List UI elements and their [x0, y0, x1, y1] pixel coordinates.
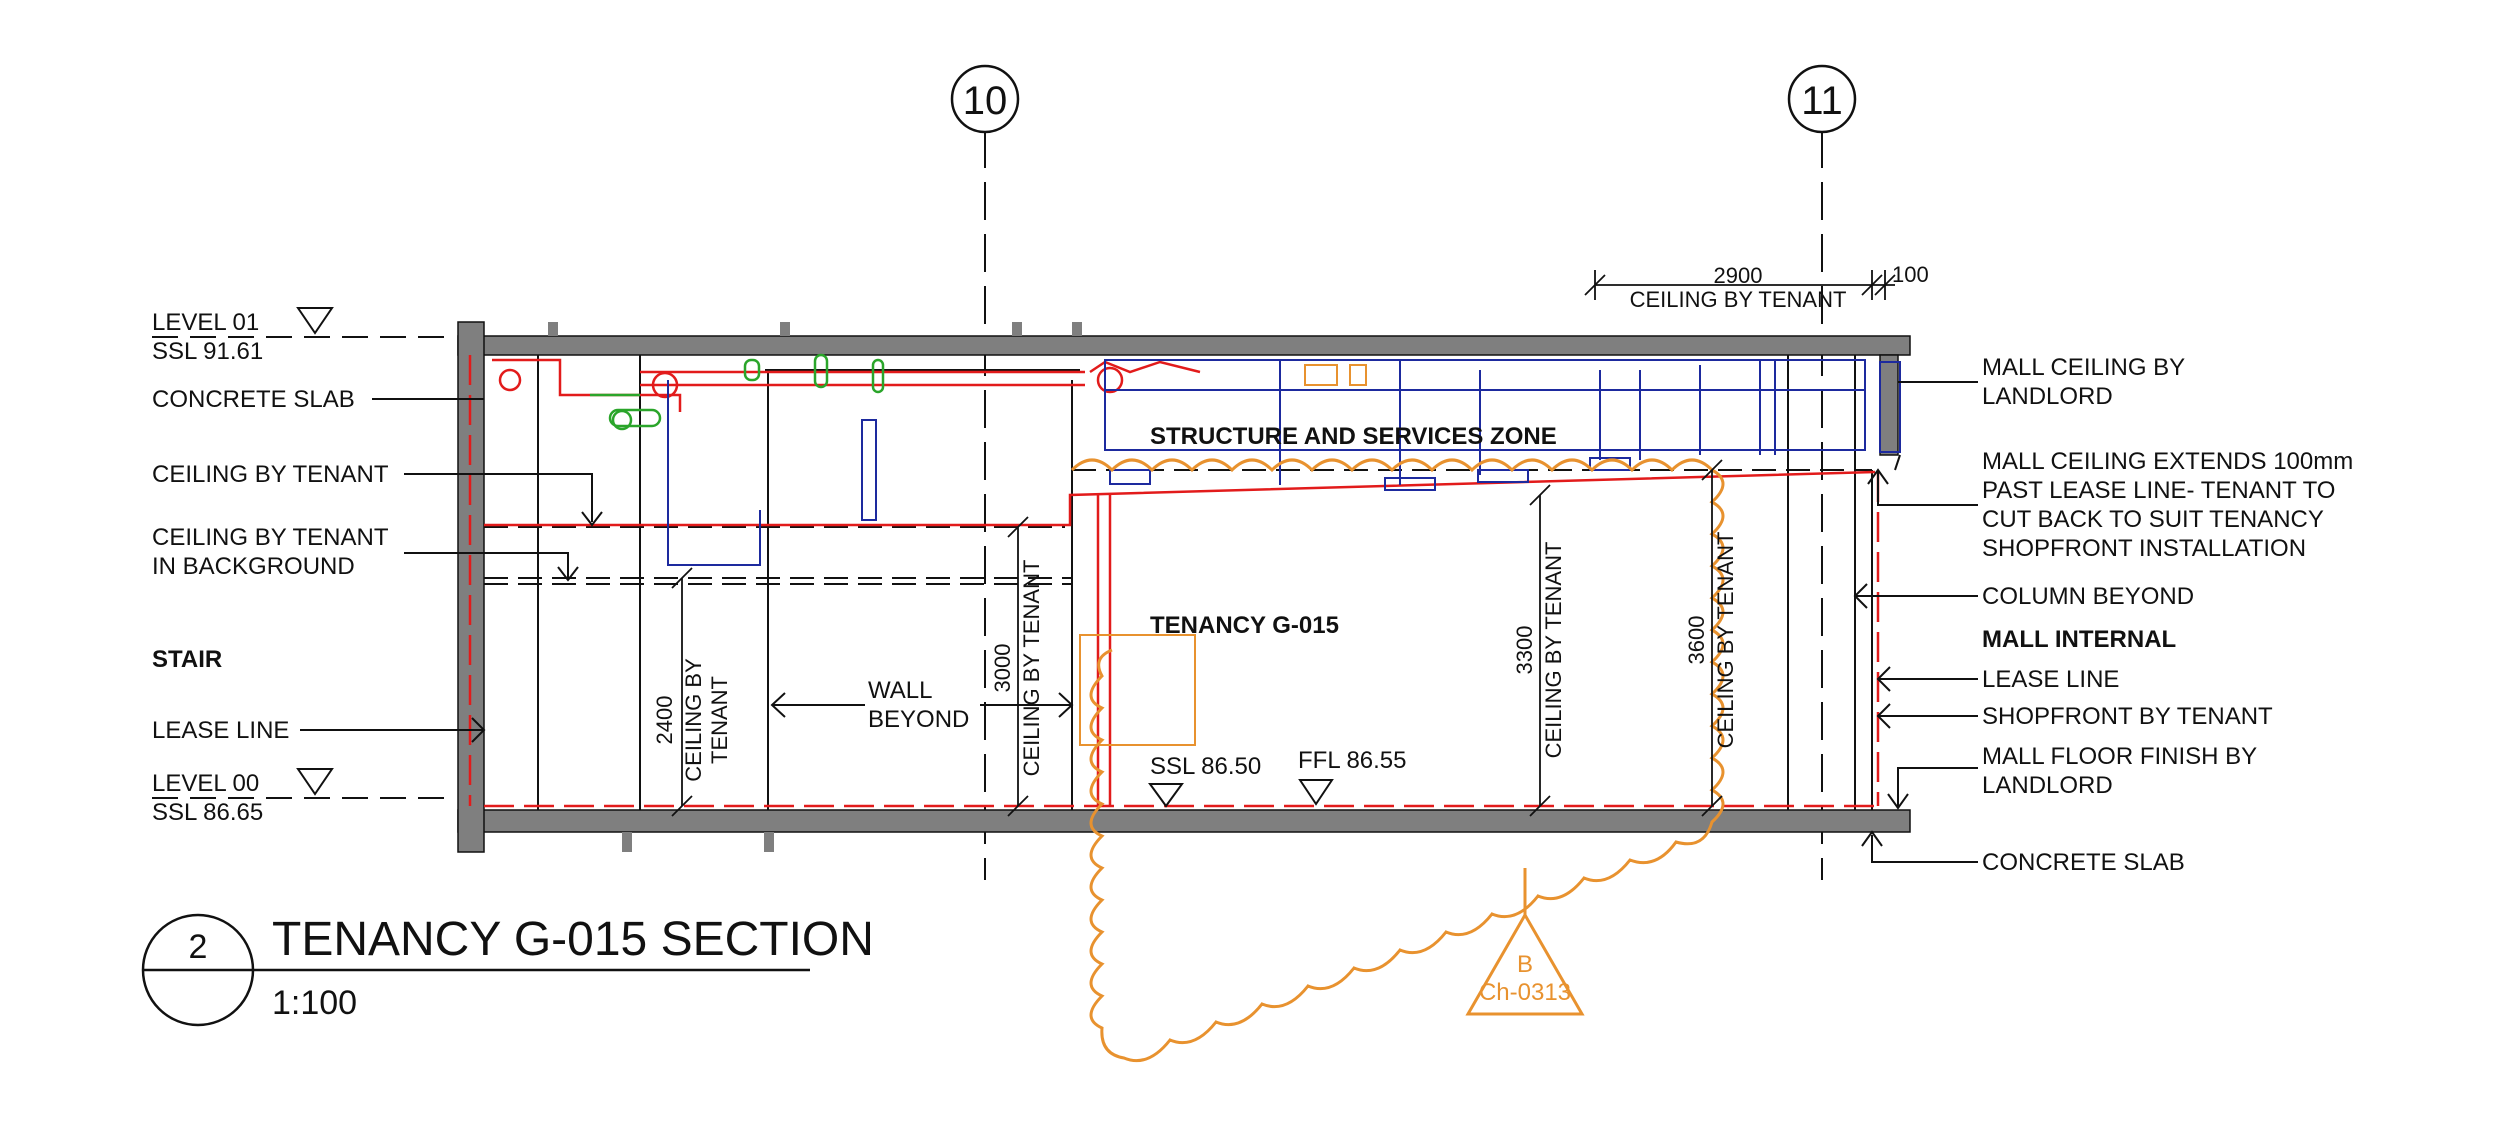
interior-linework: [484, 355, 1873, 810]
wall-beyond-label-2: BEYOND: [868, 706, 969, 733]
grid-bubble-10[interactable]: 10: [950, 64, 1020, 134]
mall-ceiling-label-2: LANDLORD: [1982, 383, 2113, 410]
wall-beyond-label-1: WALL: [868, 677, 932, 704]
wall-beyond-leaders: [770, 692, 1074, 718]
left-leaders: [300, 398, 603, 743]
right-concrete-slab-label: CONCRETE SLAB: [1982, 849, 2185, 876]
left-ceiling-by-tenant-label: CEILING BY TENANT: [152, 461, 389, 488]
title-text: TENANCY G-015 SECTION: [272, 913, 874, 966]
dim-3000-group: 3000 CEILING BY TENANT: [990, 560, 1044, 777]
dim-2400-caption-1: CEILING BY: [681, 658, 706, 782]
ceiling-extends-label-2: PAST LEASE LINE- TENANT TO: [1982, 477, 2335, 504]
grid-label-10: 10: [963, 79, 1008, 123]
right-lease-line-label: LEASE LINE: [1982, 666, 2119, 693]
ssl-label: SSL 86.50: [1150, 753, 1261, 780]
dim-3600-caption: CEILING BY TENANT: [1713, 532, 1738, 749]
services-zone-label: STRUCTURE AND SERVICES ZONE: [1150, 423, 1557, 450]
revision-ref: Ch-0313: [1479, 979, 1571, 1006]
ssl-marker: [1148, 779, 1334, 808]
ceiling-extends-label-3: CUT BACK TO SUIT TENANCY: [1982, 506, 2324, 533]
structure: [457, 321, 1911, 853]
services-pipes-green: [590, 353, 885, 431]
dim-2400: 2400: [652, 696, 677, 745]
revision-cloud[interactable]: [1070, 458, 1725, 1063]
grid-bubble-11[interactable]: 11: [1787, 64, 1857, 134]
level-marker-01: [152, 307, 455, 799]
services-orange-fittings: [1304, 364, 1367, 386]
level-01-ssl: SSL 91.61: [152, 338, 263, 365]
ceiling-background-label-1: CEILING BY TENANT: [152, 524, 389, 551]
grid-lines: [984, 130, 1823, 880]
floor-finish-label-1: MALL FLOOR FINISH BY: [1982, 743, 2257, 770]
dim-3300: 3300: [1512, 626, 1537, 675]
dim-3600-group: 3600 CEILING BY TENANT: [1684, 532, 1738, 749]
dim-2400-caption-2: TENANT: [707, 676, 732, 764]
dim-3300-group: 3300 CEILING BY TENANT: [1512, 542, 1566, 759]
ffl-label: FFL 86.55: [1298, 747, 1407, 774]
left-concrete-slab-label: CONCRETE SLAB: [152, 386, 355, 413]
left-lease-line-label: LEASE LINE: [152, 717, 289, 744]
level-00-ssl: SSL 86.65: [152, 799, 263, 826]
dim-2400-group: 2400 CEILING BY TENANT: [652, 658, 732, 782]
right-leaders: [1853, 381, 1978, 863]
ceiling-extends-label-1: MALL CEILING EXTENDS 100mm: [1982, 448, 2353, 475]
tenancy-label: TENANCY G-015: [1150, 612, 1339, 639]
title-scale: 1:100: [272, 984, 357, 1022]
title-block: [141, 913, 810, 1027]
title-number: 2: [189, 928, 208, 966]
level-01-label: LEVEL 01: [152, 309, 259, 336]
dim-3000: 3000: [990, 644, 1015, 693]
mall-ceiling-label-1: MALL CEILING BY: [1982, 354, 2185, 381]
ceiling-extends-label-4: SHOPFRONT INSTALLATION: [1982, 535, 2306, 562]
column-beyond-label: COLUMN BEYOND: [1982, 583, 2194, 610]
mall-internal-label: MALL INTERNAL: [1982, 626, 2176, 653]
dim-100: 100: [1892, 262, 1929, 287]
floor-finish-label-2: LANDLORD: [1982, 772, 2113, 799]
dim-2900-caption: CEILING BY TENANT: [1630, 287, 1847, 312]
dimension-lines: [671, 270, 1896, 817]
shopfront-label: SHOPFRONT BY TENANT: [1982, 703, 2273, 730]
dim-3600: 3600: [1684, 616, 1709, 665]
shopfront-element: [1079, 634, 1196, 746]
dim-3300-caption: CEILING BY TENANT: [1541, 542, 1566, 759]
revision-letter: B: [1517, 951, 1533, 978]
grid-label-11: 11: [1801, 79, 1843, 123]
level-00-label: LEVEL 00: [152, 770, 259, 797]
ceiling-background-label-2: IN BACKGROUND: [152, 553, 355, 580]
dim-3000-caption: CEILING BY TENANT: [1019, 560, 1044, 777]
stair-label: STAIR: [152, 646, 222, 673]
dim-2900: 2900: [1714, 263, 1763, 288]
